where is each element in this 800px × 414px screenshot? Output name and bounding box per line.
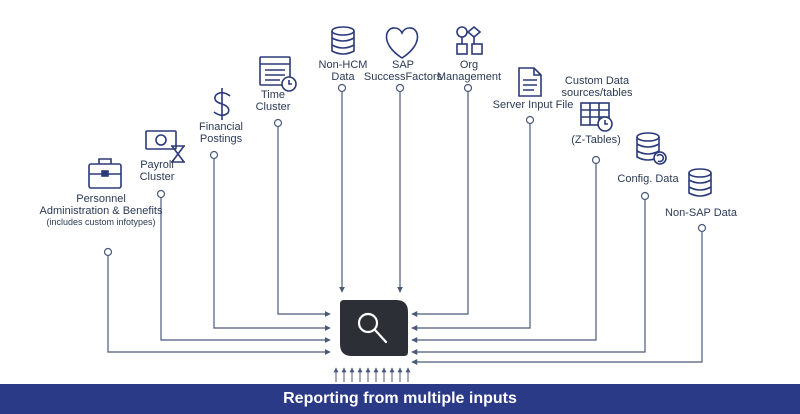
label-custom: Custom Data sources/tables [561,75,633,99]
endpoint-org [463,83,473,93]
wire-payroll [160,194,331,343]
label-org: Org Management [436,59,502,83]
wire-org [411,88,469,317]
footer-banner: Reporting from multiple inputs [0,384,800,414]
wire-custom [411,160,597,343]
wire-time [277,123,331,317]
briefcase-icon [88,158,122,189]
endpoint-config [640,191,650,201]
endpoint-sap [395,83,405,93]
label-sap: SAP SuccessFactors [363,59,443,83]
document-icon [518,67,542,97]
endpoint-payroll [156,189,166,199]
wire-server [411,120,531,331]
endpoint-nonhcm [337,83,347,93]
wire-personnel [107,252,331,355]
wire-nonsap [411,228,703,365]
database-refresh-icon [636,132,667,165]
magnifier-icon [357,312,388,344]
endpoint-personnel [103,247,113,257]
label-nonhcm: Non-HCM Data [318,59,368,83]
label-time: Time Cluster [255,89,291,113]
dollar-icon [213,88,231,120]
label-financial: Financial Postings [198,121,244,145]
money-hourglass-icon [145,130,185,163]
label-payroll: Payroll Cluster [139,159,175,183]
endpoint-server [525,115,535,125]
database-icon [331,26,355,55]
endpoint-financial [209,150,219,160]
wire-config [411,196,646,355]
endpoint-custom [591,155,601,165]
banner-title: Reporting from multiple inputs [283,390,517,407]
database-icon [688,168,712,197]
hub-box[interactable] [340,300,408,356]
wire-financial [213,155,331,331]
label-nonsap: Non-SAP Data [665,207,737,219]
calendar-clock-icon [259,56,297,92]
endpoint-nonsap [697,223,707,233]
label-personnel: Personnel Administration & Benefits (inc… [39,193,163,227]
label-server: Server Input File [492,99,574,111]
heart-icon [385,27,419,59]
endpoint-time [273,118,283,128]
label-custom-ztables: (Z-Tables) [571,134,621,146]
label-config: Config. Data [617,173,679,185]
banner-arrows [333,367,411,382]
flowchart-icon [456,25,483,55]
table-clock-icon [580,102,613,132]
